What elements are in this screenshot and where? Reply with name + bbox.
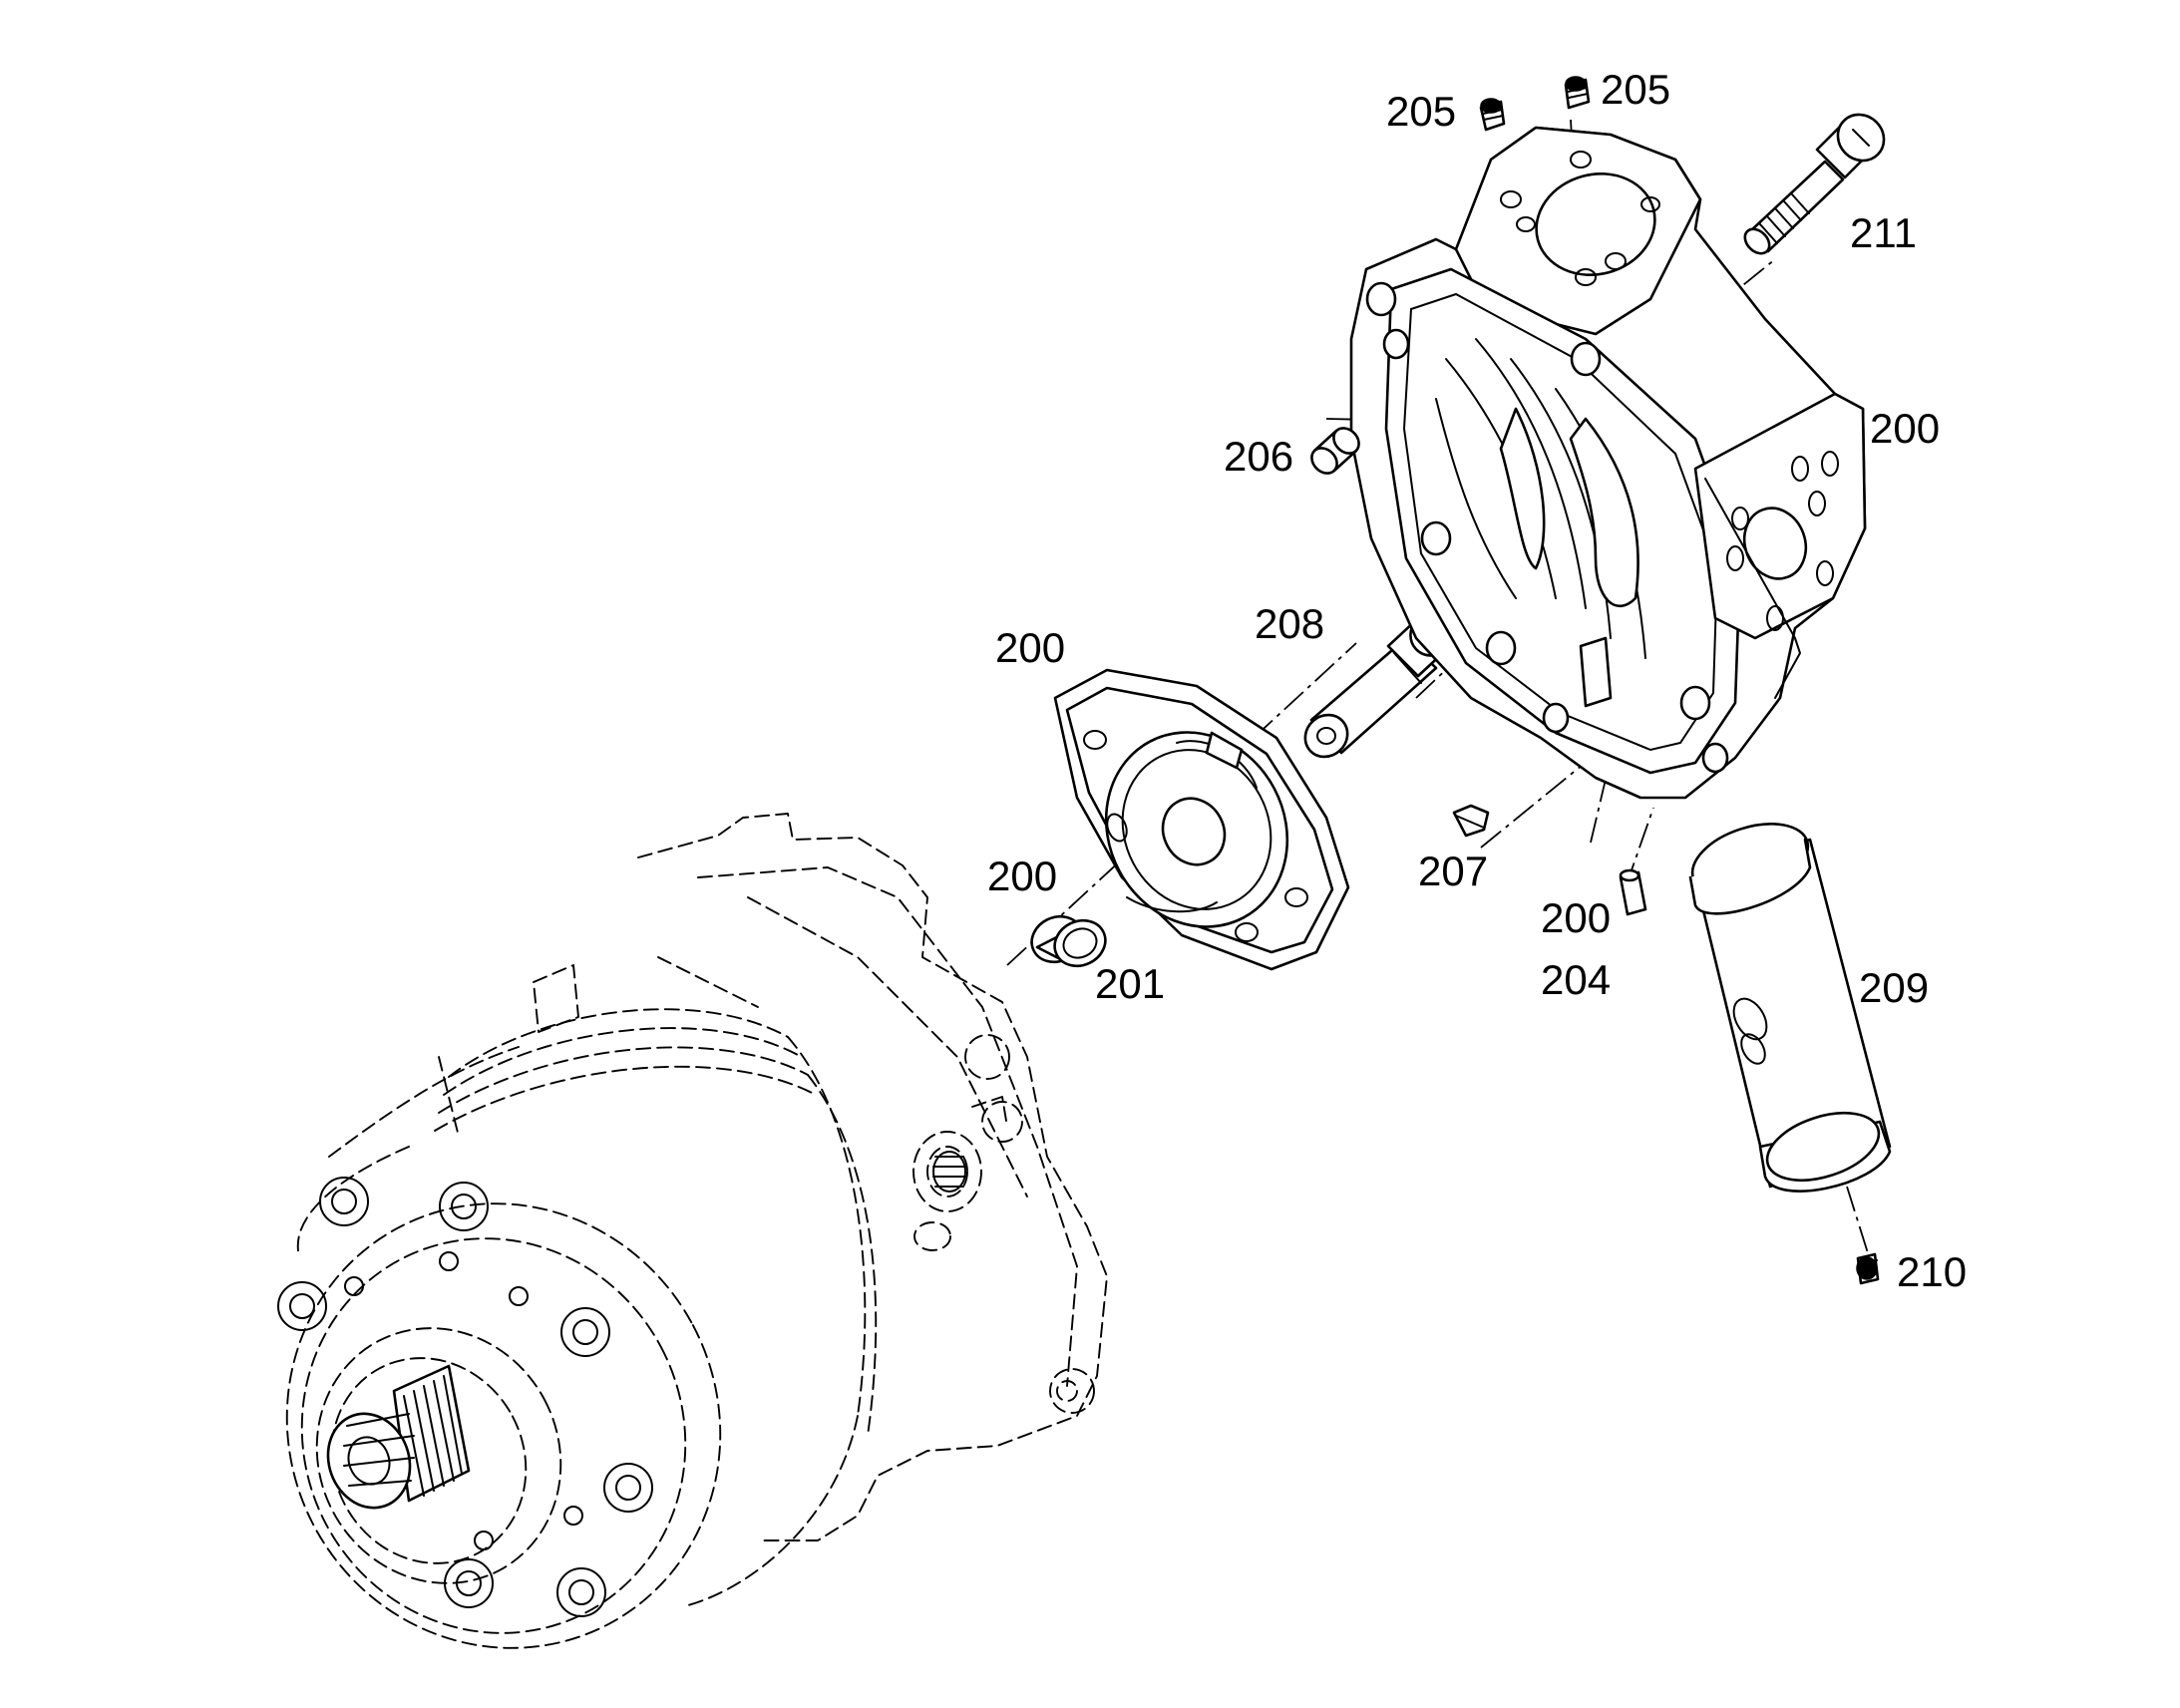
callout-211: 211 xyxy=(1850,209,1917,256)
callout-labels: 205 205 211 206 200 208 200 200 201 207 … xyxy=(987,66,1967,1295)
splined-shaft xyxy=(326,1364,471,1510)
part-200-end-plate xyxy=(1053,668,1350,971)
part-205-plug-right xyxy=(1564,76,1591,110)
callout-200-housing: 200 xyxy=(1870,405,1940,452)
callout-209: 209 xyxy=(1859,964,1929,1011)
flange-bolt-heads xyxy=(277,1177,653,1617)
part-206-dowel xyxy=(1310,427,1360,475)
part-211-bolt xyxy=(1743,113,1886,255)
callout-206: 206 xyxy=(1224,433,1293,480)
part-201-ring xyxy=(1030,914,1107,968)
phantom-motor-assembly xyxy=(277,813,1108,1649)
callout-205-left: 205 xyxy=(1386,88,1456,135)
part-200-housing xyxy=(1349,126,1867,800)
callout-204: 204 xyxy=(1541,956,1611,1003)
callout-210: 210 xyxy=(1897,1248,1967,1295)
part-204-pin xyxy=(1619,868,1647,916)
callout-208: 208 xyxy=(1255,600,1324,647)
part-209-sleeve xyxy=(1688,823,1892,1193)
callout-200-ring: 200 xyxy=(987,853,1057,899)
callout-205-right: 205 xyxy=(1601,66,1670,113)
part-210-screw xyxy=(1856,1252,1880,1285)
part-205-plug-left xyxy=(1479,98,1506,132)
callout-207: 207 xyxy=(1418,848,1488,894)
callout-200-pin: 200 xyxy=(1541,894,1611,941)
part-207-key xyxy=(1452,804,1490,838)
callout-201: 201 xyxy=(1095,960,1165,1007)
callout-200-plate: 200 xyxy=(995,624,1065,671)
